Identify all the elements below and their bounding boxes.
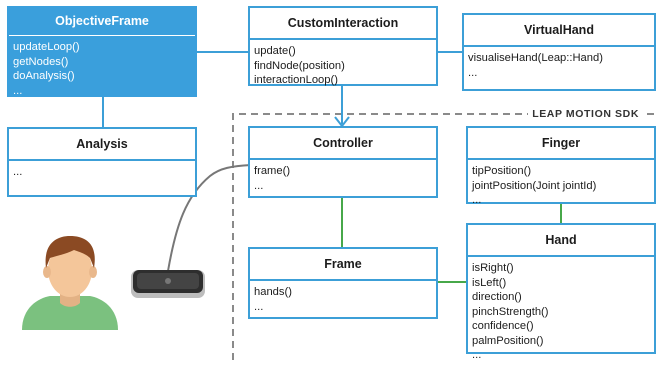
- method-item: interactionLoop(): [254, 74, 338, 86]
- method-list: tipPosition() jointPosition(Joint jointI…: [468, 160, 654, 208]
- method-list: update() findNode(position) interactionL…: [250, 40, 436, 88]
- class-title: ObjectiveFrame: [9, 8, 195, 36]
- method-item: doAnalysis(): [13, 70, 75, 82]
- class-hand: Hand isRight() isLeft() direction() pinc…: [466, 223, 656, 361]
- method-item: ...: [13, 84, 23, 97]
- class-title: Finger: [468, 128, 654, 160]
- class-frame: Frame hands() ...: [248, 247, 438, 319]
- method-list: hands() ...: [250, 281, 436, 314]
- class-controller: Controller frame() ...: [248, 126, 438, 198]
- method-item: ...: [468, 66, 478, 79]
- method-list: frame() ...: [250, 160, 436, 193]
- method-item: getNodes(): [13, 55, 69, 68]
- method-item: ...: [254, 300, 264, 313]
- method-item: ...: [472, 349, 482, 361]
- method-item: jointPosition(Joint jointId): [472, 179, 597, 192]
- user-avatar-icon: [22, 236, 118, 330]
- method-item: tipPosition(): [472, 165, 532, 177]
- leap-motion-device-icon: [131, 270, 205, 298]
- class-objectiveframe: ObjectiveFrame updateLoop() getNodes() d…: [7, 6, 197, 97]
- method-item: update(): [254, 45, 296, 57]
- method-item: direction(): [472, 291, 522, 303]
- class-title: VirtualHand: [464, 15, 654, 47]
- method-item: isRight(): [472, 262, 514, 274]
- method-list: updateLoop() getNodes() doAnalysis() ...: [9, 36, 195, 98]
- method-item: pinchStrength(): [472, 305, 549, 318]
- method-item: ...: [254, 179, 264, 192]
- device-cable: [167, 164, 252, 272]
- class-custominteraction: CustomInteraction update() findNode(posi…: [248, 6, 438, 86]
- method-list: isRight() isLeft() direction() pinchStre…: [468, 257, 654, 363]
- class-analysis: Analysis ...: [7, 127, 197, 197]
- method-item: ...: [472, 194, 482, 206]
- method-item: confidence(): [472, 320, 534, 332]
- method-item: ...: [13, 166, 23, 178]
- method-item: visualiseHand(Leap::Hand): [468, 52, 603, 64]
- method-item: isLeft(): [472, 276, 507, 289]
- method-item: updateLoop(): [13, 41, 80, 53]
- sdk-boundary: [232, 113, 655, 360]
- method-item: hands(): [254, 286, 292, 298]
- class-title: Frame: [250, 249, 436, 281]
- method-list: ...: [9, 161, 195, 180]
- class-finger: Finger tipPosition() jointPosition(Joint…: [466, 126, 656, 206]
- method-item: palmPosition(): [472, 334, 544, 347]
- class-title: Analysis: [9, 129, 195, 161]
- class-title: Controller: [250, 128, 436, 160]
- sdk-boundary-label: LEAP MOTION SDK: [528, 108, 643, 120]
- method-item: findNode(position): [254, 59, 345, 72]
- class-title: Hand: [468, 225, 654, 257]
- method-list: visualiseHand(Leap::Hand) ...: [464, 47, 654, 80]
- class-title: CustomInteraction: [250, 8, 436, 40]
- class-virtualhand: VirtualHand visualiseHand(Leap::Hand) ..…: [462, 13, 656, 91]
- method-item: frame(): [254, 165, 291, 177]
